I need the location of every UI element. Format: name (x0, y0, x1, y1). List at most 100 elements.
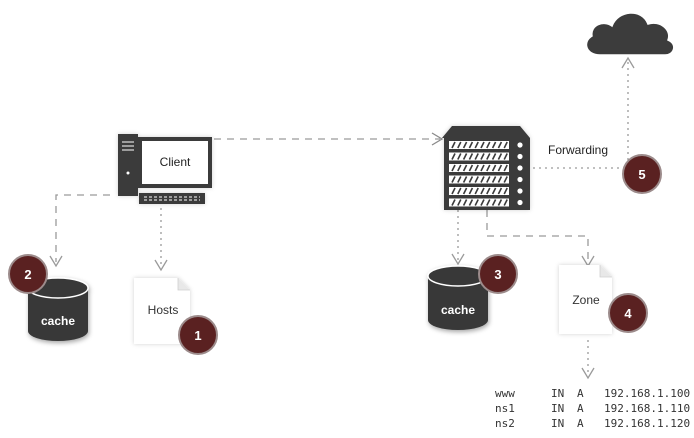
server-led-icon (517, 188, 523, 194)
step-badge-4-label: 4 (624, 306, 632, 321)
server-bay-stripe (451, 153, 456, 160)
server-bay-stripe (468, 176, 474, 183)
arrowhead-server-cache (451, 253, 465, 266)
server-bay-stripe (451, 176, 456, 183)
arrowhead-cloud (621, 56, 635, 69)
server-bay-stripe (491, 164, 497, 172)
arrow-server-to-zone (486, 210, 589, 262)
arrowhead-client-cache (49, 255, 63, 268)
server-bay-stripe (457, 187, 462, 195)
server-bay-stripe (503, 187, 508, 195)
record-name: ns1 (495, 402, 515, 415)
server-bay-stripe (486, 176, 491, 183)
server-bay-stripe (474, 141, 479, 149)
hosts-label: Hosts (148, 303, 179, 317)
server-bay-stripe (462, 199, 468, 206)
step-badge-5: 5 (622, 154, 662, 194)
server-bay-stripe (474, 153, 479, 160)
server-bay-stripe (468, 141, 474, 149)
server-bay-stripe (486, 199, 491, 206)
dns-server-rack (442, 126, 530, 210)
server-bay-stripe (486, 141, 491, 149)
server-led-icon (517, 176, 523, 183)
arrow-client-to-cache (55, 194, 110, 262)
record-address: 192.168.1.100 (604, 387, 690, 400)
server-bay-stripe (503, 153, 508, 160)
record-type: A (577, 417, 584, 430)
server-bay-stripe (491, 141, 497, 149)
server-bay-stripe (451, 141, 456, 149)
step-badge-3-label: 3 (494, 267, 501, 282)
server-cache-label: cache (441, 303, 475, 317)
server-bay-stripe (457, 153, 462, 160)
zone-record-row: ns2 IN A 192.168.1.120 (495, 417, 690, 430)
server-bay-stripe (462, 164, 468, 172)
server-bay-stripe (451, 199, 456, 206)
server-bay-stripe (451, 164, 456, 172)
server-bay-stripe (491, 199, 497, 206)
server-bay-stripe (462, 141, 468, 149)
server-drive-bay (449, 164, 509, 172)
server-bay-stripe (480, 176, 485, 183)
connectors (49, 56, 635, 380)
server-bay-stripe (474, 176, 479, 183)
step-badge-2: 2 (8, 254, 48, 294)
server-bay-stripe (457, 164, 462, 172)
server-bay-stripe (474, 164, 479, 172)
server-drive-bay (449, 187, 509, 195)
server-bay-stripe (497, 176, 503, 183)
step-badge-5-label: 5 (638, 167, 645, 182)
computer-tower-icon (118, 134, 138, 196)
server-bay-stripe (457, 176, 462, 183)
server-bay-stripe (474, 187, 479, 195)
server-bay-stripe (497, 153, 503, 160)
server-bay-stripe (451, 187, 456, 195)
server-bay-stripe (497, 199, 503, 206)
server-bay-stripe (462, 176, 468, 183)
server-cache-database-icon (427, 265, 489, 330)
server-bay-stripe (491, 176, 497, 183)
server-bay-stripe (486, 164, 491, 172)
server-bay-stripe (497, 164, 503, 172)
server-drive-bay (449, 152, 509, 161)
record-address: 192.168.1.120 (604, 417, 690, 430)
zone-file-icon (559, 265, 612, 334)
record-class: IN (551, 417, 564, 430)
server-drive-bay (449, 141, 509, 149)
server-bay-stripe (497, 141, 503, 149)
record-class: IN (551, 387, 564, 400)
server-bay-stripe (468, 153, 474, 160)
server-bay-stripe (480, 153, 485, 160)
record-name: ns2 (495, 417, 515, 430)
server-units (449, 141, 523, 207)
record-type: A (577, 402, 584, 415)
zone-record-row: www IN A 192.168.1.100 (495, 387, 690, 400)
record-type: A (577, 387, 584, 400)
server-bay-stripe (462, 187, 468, 195)
server-bay-stripe (503, 199, 508, 206)
record-class: IN (551, 402, 564, 415)
forwarding-label: Forwarding (548, 143, 608, 157)
server-drive-bay (449, 175, 509, 184)
server-bay-stripe (468, 199, 474, 206)
server-bay-stripe (486, 153, 491, 160)
server-drive-bay (449, 198, 509, 207)
arrowhead-records (581, 367, 595, 380)
step-badge-2-label: 2 (24, 267, 31, 282)
server-bay-stripe (497, 187, 503, 195)
server-bay-stripe (480, 164, 485, 172)
server-led-icon (517, 199, 523, 206)
client-cache-label: cache (41, 314, 75, 328)
step-badge-4: 4 (608, 293, 648, 333)
server-bay-stripe (503, 176, 508, 183)
server-bay-stripe (474, 199, 479, 206)
zone-records-table: www IN A 192.168.1.100 ns1 IN A 192.168.… (495, 387, 690, 430)
arrowhead-server (431, 132, 444, 146)
keyboard-icon (139, 193, 205, 204)
client-computer (118, 134, 212, 204)
server-bay-stripe (468, 187, 474, 195)
server-led-icon (517, 153, 523, 160)
step-badge-1: 1 (178, 315, 218, 355)
record-address: 192.168.1.110 (604, 402, 690, 415)
